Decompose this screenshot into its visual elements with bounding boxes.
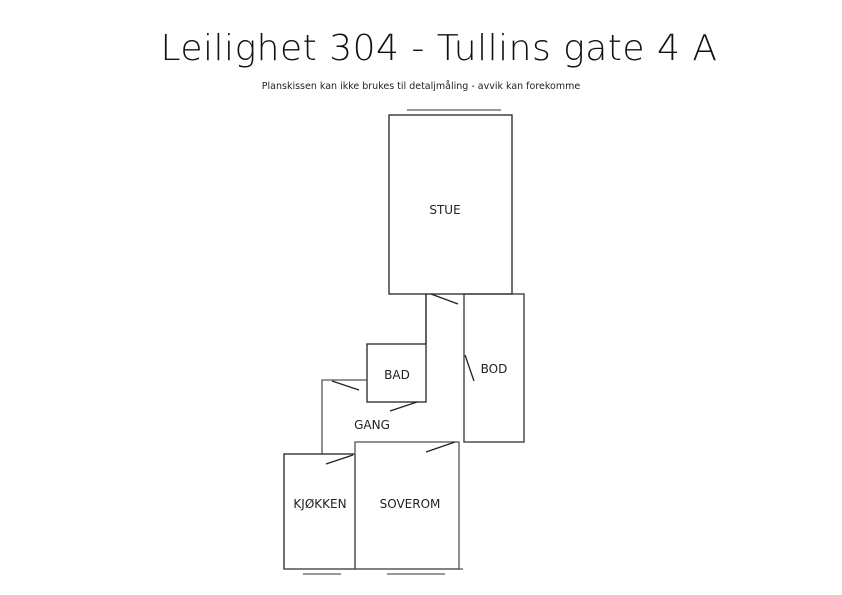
room-bod <box>463 293 525 443</box>
door-stue <box>430 293 459 305</box>
door-gang <box>331 380 360 391</box>
page-title: Leilighet 304 - Tullins gate 4 A <box>160 28 718 69</box>
label-bod: BOD <box>481 362 508 376</box>
door-kjokken <box>325 454 354 465</box>
room-kjokken <box>283 453 356 570</box>
label-gang: GANG <box>354 418 390 432</box>
disclaimer-subtitle: Planskissen kan ikke brukes til detaljmå… <box>261 81 581 92</box>
label-soverom: SOVEROM <box>380 497 441 511</box>
label-bad: BAD <box>384 368 410 382</box>
label-kjokken: KJØKKEN <box>293 497 346 511</box>
wall-gang <box>321 379 367 454</box>
door-soverom <box>425 441 456 453</box>
door-bad <box>389 401 418 412</box>
room-stue <box>388 114 513 295</box>
label-stue: STUE <box>429 203 460 217</box>
door-bod <box>464 354 475 382</box>
room-bad <box>366 343 427 403</box>
